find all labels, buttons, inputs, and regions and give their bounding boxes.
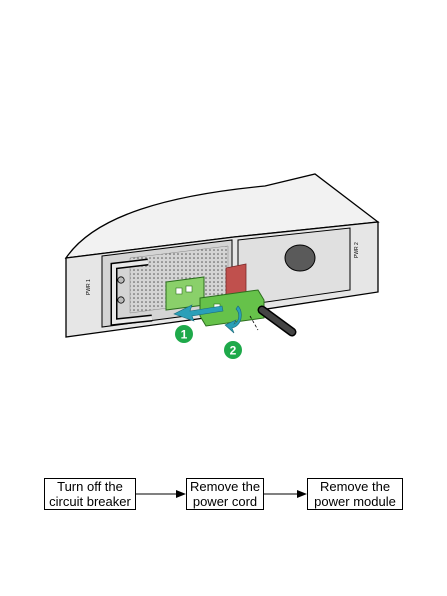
flow-step-line: circuit breaker: [49, 494, 131, 509]
flowchart-connectors: [136, 490, 307, 498]
screw-icon: [117, 296, 125, 304]
flow-step-remove-cord: Remove the power cord: [186, 478, 264, 510]
flow-step-line: Remove the: [189, 479, 261, 494]
power-cord-plug: [199, 289, 265, 327]
pull-arrow-icon: [173, 304, 224, 322]
screw-icon: [117, 276, 125, 284]
power-socket: [165, 276, 205, 311]
callout-number: 1: [181, 328, 188, 342]
flow-step-line: power module: [314, 494, 396, 509]
callout-2: 2: [224, 341, 242, 359]
slot-label-pwr1: PWR 1: [86, 279, 92, 295]
blank-plate-hole: [284, 244, 316, 272]
chassis-top: [64, 173, 380, 259]
callout-number: 2: [230, 344, 237, 358]
flow-step-line: Turn off the: [57, 479, 123, 494]
power-module-removal-illustration: PWR 1 PWR 2 1 2: [64, 173, 380, 359]
flow-arrow-icon: [264, 490, 307, 498]
flow-step-turn-off-breaker: Turn off the circuit breaker: [44, 478, 136, 510]
flow-arrow-icon: [136, 490, 186, 498]
rotate-arrow-icon: [224, 305, 242, 334]
flow-step-line: Remove the: [319, 479, 391, 494]
flow-step-line: power cord: [192, 494, 258, 509]
flow-step-remove-module: Remove the power module: [307, 478, 403, 510]
callout-1: 1: [175, 325, 193, 343]
slot-label-pwr2: PWR 2: [354, 242, 360, 258]
